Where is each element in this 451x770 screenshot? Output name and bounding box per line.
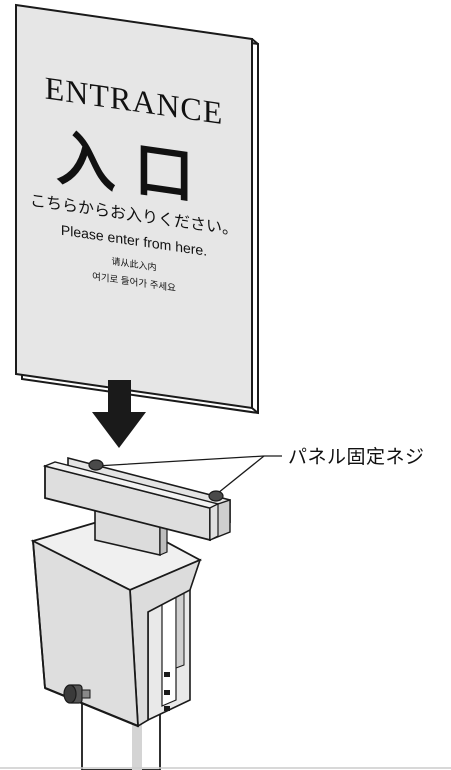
panel-fixing-screw-right (208, 490, 224, 502)
mount-housing (30, 515, 203, 728)
panel-holder-channel (42, 456, 231, 542)
sign-panel: ENTRANCE 入口 こちらからお入りください。 Please enter f… (15, 3, 259, 415)
adjust-post (147, 573, 191, 722)
side-thumbscrew (63, 684, 91, 704)
panel-fixing-screw-left (88, 459, 104, 471)
insert-direction-arrow (92, 380, 146, 448)
panel-fixing-screw-label: パネル固定ネジ (288, 446, 425, 468)
callout-leader-branch (217, 455, 265, 494)
